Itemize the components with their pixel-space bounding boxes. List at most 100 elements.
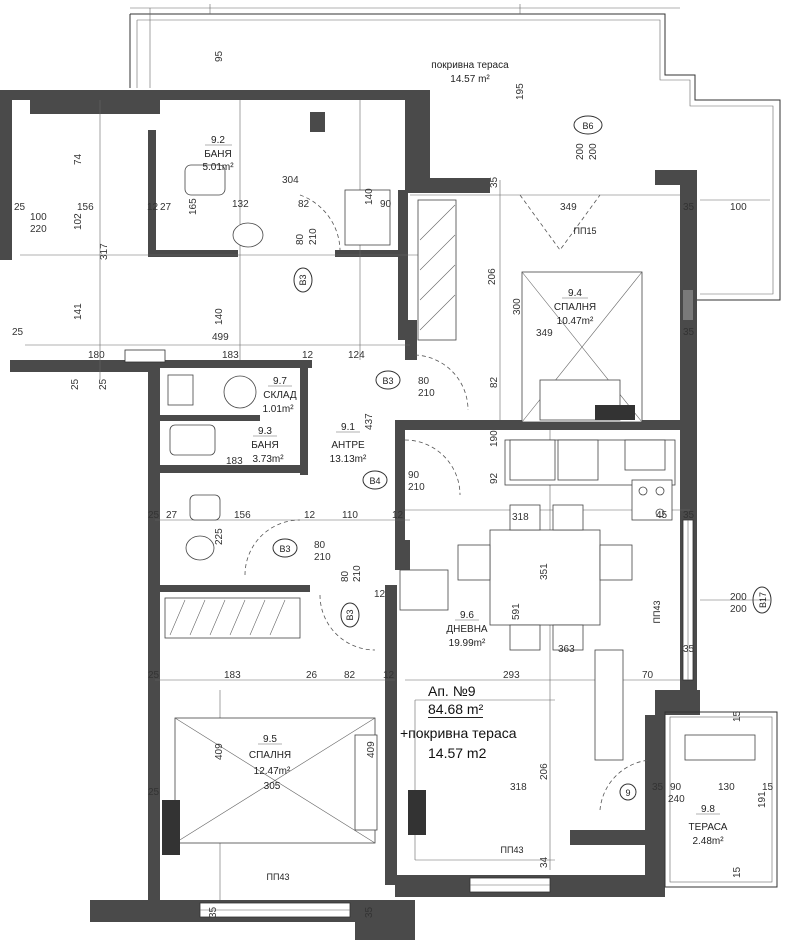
apartment-terrace-label: +покривна тераса bbox=[400, 725, 517, 741]
dim-293: 293 bbox=[503, 670, 520, 681]
storage-97-id: 9.7 bbox=[273, 376, 287, 387]
dim-130: 130 bbox=[718, 782, 735, 793]
dim-225: 225 bbox=[214, 528, 225, 545]
furniture bbox=[162, 164, 756, 861]
dim-206a: 206 bbox=[487, 268, 498, 285]
dim-82a: 82 bbox=[298, 199, 310, 210]
bath-92-area: 5.01m² bbox=[202, 162, 234, 173]
dim-409a: 409 bbox=[214, 743, 225, 760]
hall-91-id: 9.1 bbox=[341, 422, 355, 433]
marker-b3-2: B3 bbox=[382, 376, 393, 386]
marker-pp43-3: ПП43 bbox=[267, 872, 290, 882]
storage-97-area: 1.01m² bbox=[262, 404, 294, 415]
dim-240: 240 bbox=[668, 794, 685, 805]
dim-156-top: 156 bbox=[77, 202, 94, 213]
dim-74: 74 bbox=[73, 153, 84, 165]
dim-80d: 80 bbox=[340, 570, 351, 582]
dim-190: 190 bbox=[489, 430, 500, 447]
dim-304: 304 bbox=[282, 175, 299, 186]
dim-200c: 200 bbox=[730, 592, 747, 603]
dim-25f: 25 bbox=[148, 670, 160, 681]
dim-25g: 25 bbox=[148, 787, 160, 798]
dim-200a: 200 bbox=[575, 143, 586, 160]
dim-210d: 210 bbox=[314, 552, 331, 563]
marker-b4: B4 bbox=[369, 476, 380, 486]
dim-35f: 35 bbox=[652, 782, 664, 793]
dim-35a: 35 bbox=[683, 202, 695, 213]
bath-92-name: БАНЯ bbox=[204, 149, 231, 160]
bedroom-94-area: 10.47m² bbox=[557, 316, 594, 327]
dim-12d: 12 bbox=[392, 510, 404, 521]
dim-82c: 82 bbox=[344, 670, 356, 681]
dim-45: 45 bbox=[656, 510, 668, 521]
bath-93-area: 3.73m² bbox=[252, 454, 284, 465]
dimension-labels: 95 195 200 200 100 74 156 102 317 141 25… bbox=[12, 50, 774, 918]
dim-80a: 80 bbox=[295, 233, 306, 245]
living-96-name: ДНЕВНА bbox=[446, 624, 488, 635]
dim-15a: 15 bbox=[762, 782, 774, 793]
dim-82b: 82 bbox=[489, 376, 500, 388]
storage-97-name: СКЛАД bbox=[263, 390, 297, 401]
dim-90c: 90 bbox=[670, 782, 682, 793]
dim-27a: 27 bbox=[160, 202, 172, 213]
living-96-id: 9.6 bbox=[460, 610, 474, 621]
dim-12a: 12 bbox=[147, 202, 159, 213]
dim-80b: 80 bbox=[418, 376, 430, 387]
terrace-98-outline bbox=[664, 711, 778, 888]
dim-499: 499 bbox=[212, 332, 229, 343]
terrace-98-area: 2.48m² bbox=[692, 836, 724, 847]
dim-195: 195 bbox=[515, 83, 526, 100]
dim-132: 132 bbox=[232, 199, 249, 210]
dim-15b: 15 bbox=[732, 710, 743, 722]
terrace-98-name: ТЕРАСА bbox=[689, 822, 728, 833]
marker-b6: B6 bbox=[582, 121, 593, 131]
dim-349b: 349 bbox=[536, 328, 553, 339]
bedroom-95-extra: 305 bbox=[264, 781, 281, 792]
marker-b3-3: B3 bbox=[279, 544, 290, 554]
apartment-number: Ап. №9 bbox=[428, 683, 476, 699]
dim-591: 591 bbox=[511, 603, 522, 620]
roof-terrace-name: покривна тераса bbox=[431, 60, 509, 71]
bath-92-id: 9.2 bbox=[211, 135, 225, 146]
dim-210b: 210 bbox=[418, 388, 435, 399]
dim-437: 437 bbox=[364, 413, 375, 430]
dim-35b: 35 bbox=[489, 176, 500, 188]
dim-15c: 15 bbox=[732, 866, 743, 878]
bath-93-name: БАНЯ bbox=[251, 440, 278, 451]
dim-80c: 80 bbox=[314, 540, 326, 551]
dim-35e: 35 bbox=[683, 644, 695, 655]
living-96-area: 19.99m² bbox=[449, 638, 486, 649]
terrace-98-id: 9.8 bbox=[701, 804, 715, 815]
dim-183b: 183 bbox=[226, 456, 243, 467]
dim-34: 34 bbox=[539, 856, 550, 868]
dim-35d: 35 bbox=[683, 510, 695, 521]
hall-91-name: АНТРЕ bbox=[331, 440, 365, 451]
dim-200d: 200 bbox=[730, 604, 747, 615]
apartment-terrace-area: 14.57 m2 bbox=[428, 745, 487, 761]
dim-100b: 100 bbox=[30, 212, 47, 223]
dim-210e: 210 bbox=[352, 565, 363, 582]
dim-12c: 12 bbox=[304, 510, 316, 521]
dim-351: 351 bbox=[539, 563, 550, 580]
dim-14: 12 bbox=[383, 670, 395, 681]
dim-183c: 183 bbox=[224, 670, 241, 681]
bath-93-id: 9.3 bbox=[258, 426, 272, 437]
dim-35h: 35 bbox=[364, 906, 375, 918]
dim-180: 180 bbox=[88, 350, 105, 361]
dim-35g: 35 bbox=[208, 906, 219, 918]
room-labels: покривна тераса 14.57 m² 9.2 БАНЯ 5.01m²… bbox=[202, 60, 727, 847]
dim-110: 110 bbox=[342, 510, 358, 521]
dim-156b: 156 bbox=[234, 510, 251, 521]
doors bbox=[244, 194, 651, 811]
dim-100: 100 bbox=[730, 202, 747, 213]
dim-318a: 318 bbox=[512, 512, 529, 523]
dim-210a: 210 bbox=[308, 228, 319, 245]
dim-70: 70 bbox=[642, 670, 654, 681]
dim-12e: 12 bbox=[374, 589, 386, 600]
bedroom-94-id: 9.4 bbox=[568, 288, 582, 299]
dim-363: 363 bbox=[558, 644, 575, 655]
bedroom-95-id: 9.5 bbox=[263, 734, 277, 745]
markers: B6 B3 B3 B4 B3 B3 B17 9 ПП15 ПП43 ПП43 П… bbox=[267, 115, 772, 882]
roof-terrace-outline bbox=[129, 4, 781, 301]
